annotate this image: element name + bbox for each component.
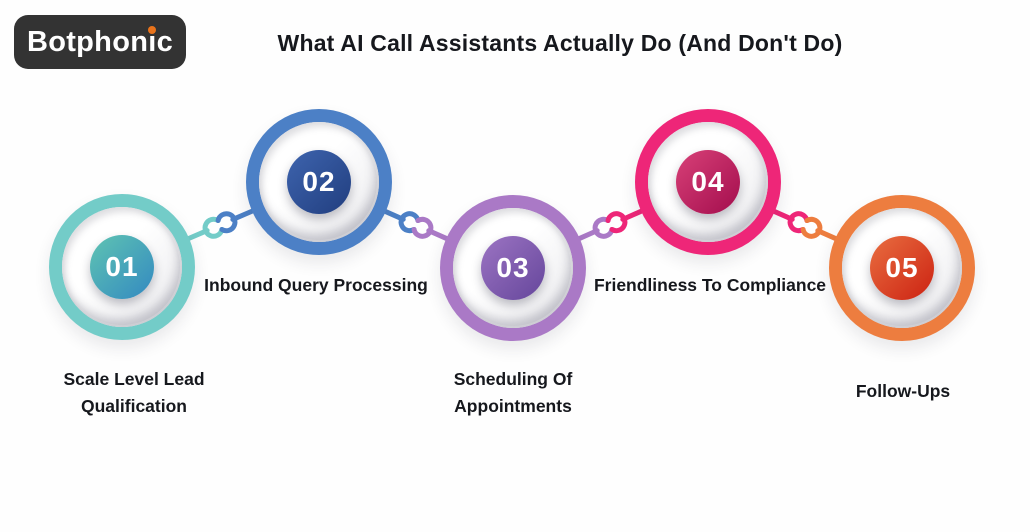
step-number: 04 xyxy=(691,166,725,197)
step-number-badge: 03 xyxy=(481,236,545,300)
step-inner-disc: 02 xyxy=(259,122,379,242)
step-number: 01 xyxy=(105,251,139,282)
step-label-04: Friendliness To Compliance xyxy=(593,275,827,295)
step-number-badge: 05 xyxy=(870,236,934,300)
step-circle-03: 03 xyxy=(440,195,586,341)
chain-link-icon xyxy=(574,207,646,243)
step-circle-02: 02 xyxy=(246,109,392,255)
step-inner-disc: 03 xyxy=(453,208,573,328)
step-number-badge: 02 xyxy=(287,150,351,214)
logo-text-start: Botphon xyxy=(26,25,149,58)
connector-01-02 xyxy=(160,190,280,260)
logo-text-end: c xyxy=(156,25,174,58)
step-circle-04: 04 xyxy=(635,109,781,255)
connector-03-04 xyxy=(550,190,670,260)
step-number-badge: 01 xyxy=(90,235,154,299)
connector-04-05 xyxy=(745,190,865,260)
step-label-02: Inbound Query Processing xyxy=(204,275,428,295)
step-number: 03 xyxy=(496,252,530,283)
step-number: 05 xyxy=(885,252,919,283)
step-inner-disc: 04 xyxy=(648,122,768,242)
step-inner-disc: 01 xyxy=(62,207,182,327)
step-circle-01: 01 xyxy=(49,194,195,340)
logo-letter-i-with-orange-dot: i xyxy=(148,25,157,58)
step-label-05: Follow-Ups xyxy=(855,381,951,401)
step-label-03: Scheduling Of Appointments xyxy=(453,369,573,416)
step-number: 02 xyxy=(302,166,336,197)
chain-link-icon xyxy=(769,207,841,243)
step-label-01: Scale Level Lead Qualification xyxy=(63,369,205,416)
page-title: What AI Call Assistants Actually Do (And… xyxy=(277,30,843,56)
step-number-badge: 04 xyxy=(676,150,740,214)
chain-link-icon xyxy=(184,208,256,242)
step-circle-05: 05 xyxy=(829,195,975,341)
step-inner-disc: 05 xyxy=(842,208,962,328)
